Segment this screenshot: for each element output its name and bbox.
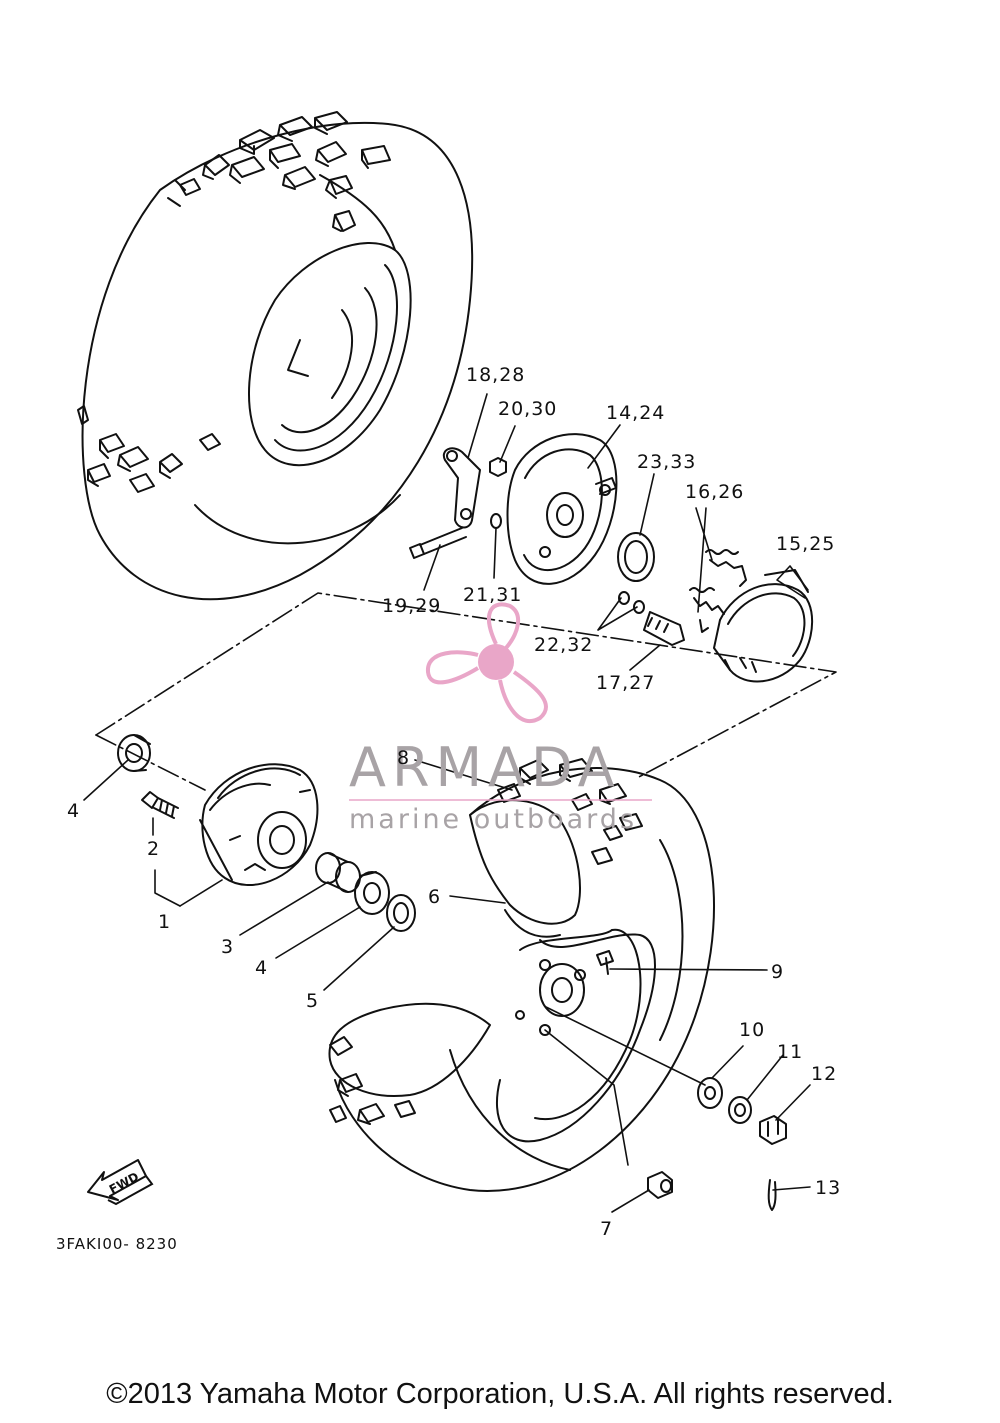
upper-tire bbox=[77, 111, 474, 601]
seal-5 bbox=[386, 894, 416, 932]
label-6: 6 bbox=[428, 886, 441, 908]
leader-lines bbox=[83, 393, 811, 1213]
label-7: 7 bbox=[600, 1218, 613, 1240]
label-4-upper: 4 bbox=[67, 800, 80, 822]
watermark-title: ARMADA bbox=[349, 736, 621, 799]
part-labels: 18,28 20,30 14,24 23,33 16,26 15,25 19,2… bbox=[56, 364, 841, 1253]
label-20-30: 20,30 bbox=[498, 398, 557, 420]
tread-blocks-lower-left bbox=[77, 405, 221, 493]
label-14-24: 14,24 bbox=[606, 402, 665, 424]
label-5: 5 bbox=[306, 990, 319, 1012]
label-4-lower: 4 bbox=[255, 957, 268, 979]
label-17-27: 17,27 bbox=[596, 672, 655, 694]
bearing-4-upper bbox=[117, 734, 151, 772]
label-1: 1 bbox=[158, 911, 171, 933]
assembly-outline bbox=[95, 592, 837, 779]
washer-21 bbox=[490, 513, 502, 529]
brake-panel bbox=[506, 433, 618, 585]
label-9: 9 bbox=[771, 961, 784, 983]
label-12: 12 bbox=[811, 1063, 837, 1085]
label-16-26: 16,26 bbox=[685, 481, 744, 503]
copyright-notice: ©2013 Yamaha Motor Corporation, U.S.A. A… bbox=[106, 1378, 894, 1410]
label-23-33: 23,33 bbox=[637, 451, 696, 473]
cam-lever bbox=[442, 447, 481, 529]
fwd-arrow-icon: FWD bbox=[87, 1159, 154, 1206]
tread-blocks-lower bbox=[329, 758, 643, 1125]
label-10: 10 bbox=[739, 1019, 765, 1041]
label-13: 13 bbox=[815, 1177, 841, 1199]
nut-7 bbox=[647, 1171, 673, 1199]
diagram-code: 3FAKI00- 8230 bbox=[56, 1235, 178, 1253]
watermark-subtitle: marine outboards bbox=[349, 804, 637, 835]
camshaft bbox=[643, 611, 685, 646]
brake-assembly bbox=[409, 433, 814, 683]
label-21-31: 21,31 bbox=[463, 584, 522, 606]
oil-seal bbox=[617, 532, 655, 582]
watermark: ARMADA marine outboards bbox=[349, 602, 652, 835]
hub-1 bbox=[199, 763, 319, 887]
nut-20 bbox=[489, 457, 507, 477]
label-15-25: 15,25 bbox=[776, 533, 835, 555]
cotter-pin-13 bbox=[767, 1179, 777, 1211]
label-11: 11 bbox=[777, 1041, 803, 1063]
label-19-29: 19,29 bbox=[382, 595, 441, 617]
lower-wheel bbox=[328, 758, 715, 1192]
label-18-28: 18,28 bbox=[466, 364, 525, 386]
label-2: 2 bbox=[147, 838, 160, 860]
washer-10 bbox=[697, 1077, 723, 1109]
bearing-4-lower bbox=[354, 871, 390, 915]
washer-11 bbox=[728, 1096, 752, 1124]
castle-nut-12 bbox=[759, 1115, 787, 1145]
o-ring-b bbox=[633, 600, 645, 614]
tread-blocks-upper bbox=[179, 111, 391, 232]
bolt-19 bbox=[409, 527, 467, 559]
label-3: 3 bbox=[221, 936, 234, 958]
o-ring-a bbox=[618, 591, 630, 605]
spring-upper bbox=[705, 549, 747, 587]
label-22-32: 22,32 bbox=[534, 634, 593, 656]
brake-shoes bbox=[713, 569, 814, 683]
label-8: 8 bbox=[397, 747, 410, 769]
spacer-3 bbox=[315, 852, 361, 893]
propeller-logo-icon bbox=[426, 602, 548, 723]
bolt-2 bbox=[141, 791, 179, 819]
